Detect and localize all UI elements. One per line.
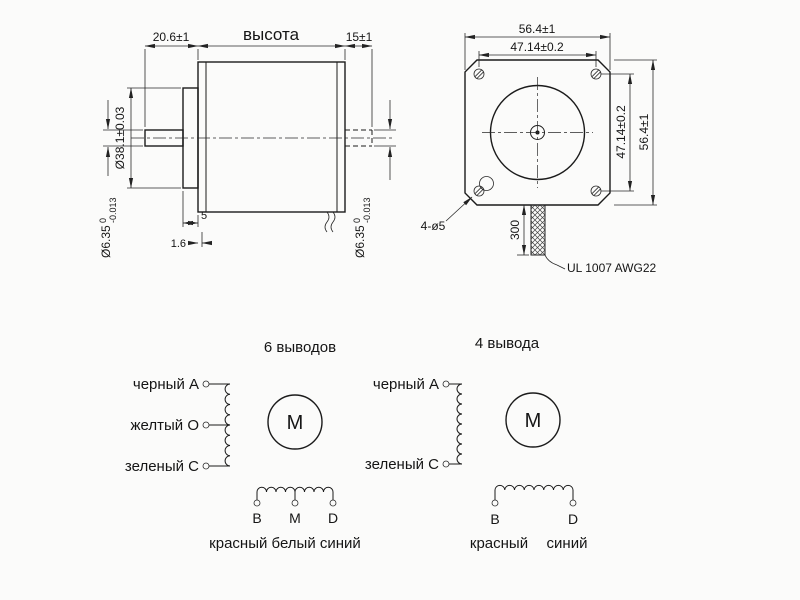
mounting-hole-boss-circle [479,176,494,191]
mounting-hole-top-left [473,68,485,80]
four-lead-title: 4 вывода [475,335,540,352]
dim-hole-spacing-h: 47.14±0.2 [510,40,564,54]
dim-cable-length: 300 [508,220,522,240]
four-lead-b-terminal [491,499,499,507]
six-lead-phase-coil [224,383,231,467]
six-lead-m-terminal [291,499,299,507]
rear-shaft-dia-value: Ø6.35 [353,225,367,258]
dim-outer-height: 56.4±1 [637,113,651,150]
six-lead-terminal-colors: красный белый синий [209,535,361,552]
dim-body-length-label: высота [243,25,300,44]
four-lead-motor-label: M [525,410,542,432]
four-lead-a-label: черный A [373,376,439,393]
front-shaft-tol-lower: -0.013 [108,197,118,223]
front-view-dimensions: 56.4±1 47.14±0.2 47.14±0.2 56.4±1 4-ø5 3… [421,22,657,275]
four-lead-c-label: зеленый C [365,456,439,473]
dim-shaft-length: 20.6±1 [153,30,190,44]
four-lead-terminal-d: D [568,511,578,527]
wiring-four-lead: 4 вывода черный A зеленый C M B D красны… [365,335,588,552]
six-lead-title: 6 выводов [264,339,336,356]
six-lead-o-label: желтый O [131,417,200,434]
wiring-six-lead: 6 выводов черный A желтый O зеленый C M … [125,339,361,552]
six-lead-motor-label: M [287,412,304,434]
four-lead-bottom-coil [494,484,574,491]
dim-pilot-diameter: Ø38.1±0.03 [113,106,127,169]
motor-leads-pigtail [324,211,336,233]
motor-side-view [131,61,393,233]
cable-tail [544,254,558,266]
six-lead-b-terminal [253,499,261,507]
six-lead-c-label: зеленый C [125,458,199,475]
six-lead-terminal-m: M [289,510,301,526]
six-lead-terminal-b: B [252,510,261,526]
dim-step: 1.6 [171,238,186,250]
four-lead-motor-circle [505,392,561,448]
front-shaft-dia-value: Ø6.35 [99,225,113,258]
six-lead-motor-circle [267,394,323,450]
four-lead-terminal-b: B [490,511,499,527]
dim-hole-spacing-v: 47.14±0.2 [614,105,628,159]
motor-front-view [464,59,611,270]
rear-shaft-dashed [345,129,373,147]
four-lead-phase-coil [456,383,463,465]
six-lead-terminal-d: D [328,510,338,526]
six-lead-a-label: черный A [133,376,199,393]
four-lead-color-d: синий [547,535,588,552]
front-shaft-tol-upper: 0 [98,218,108,223]
holes-callout-label: 4-ø5 [421,219,446,233]
dim-front-shaft-diameter: Ø6.35 0 -0.013 [98,197,118,258]
side-view-dimensions: 20.6±1 высота 15±1 Ø38.1±0.03 Ø6.35 0 -0… [98,25,396,258]
rear-shaft-tol-lower: -0.013 [362,197,372,223]
four-lead-d-terminal [569,499,577,507]
dim-outer-width: 56.4±1 [519,22,556,36]
dim-rear-shaft: 15±1 [346,30,373,44]
rear-shaft-tol-upper: 0 [352,218,362,223]
six-lead-d-terminal [329,499,337,507]
four-lead-color-b: красный [470,535,528,552]
motor-face [464,59,611,206]
dim-boss-height: 5 [201,210,207,222]
dim-rear-shaft-diameter: Ø6.35 0 -0.013 [352,197,372,258]
cable-bundle [530,204,546,256]
cable-spec-label: UL 1007 AWG22 [567,261,656,275]
